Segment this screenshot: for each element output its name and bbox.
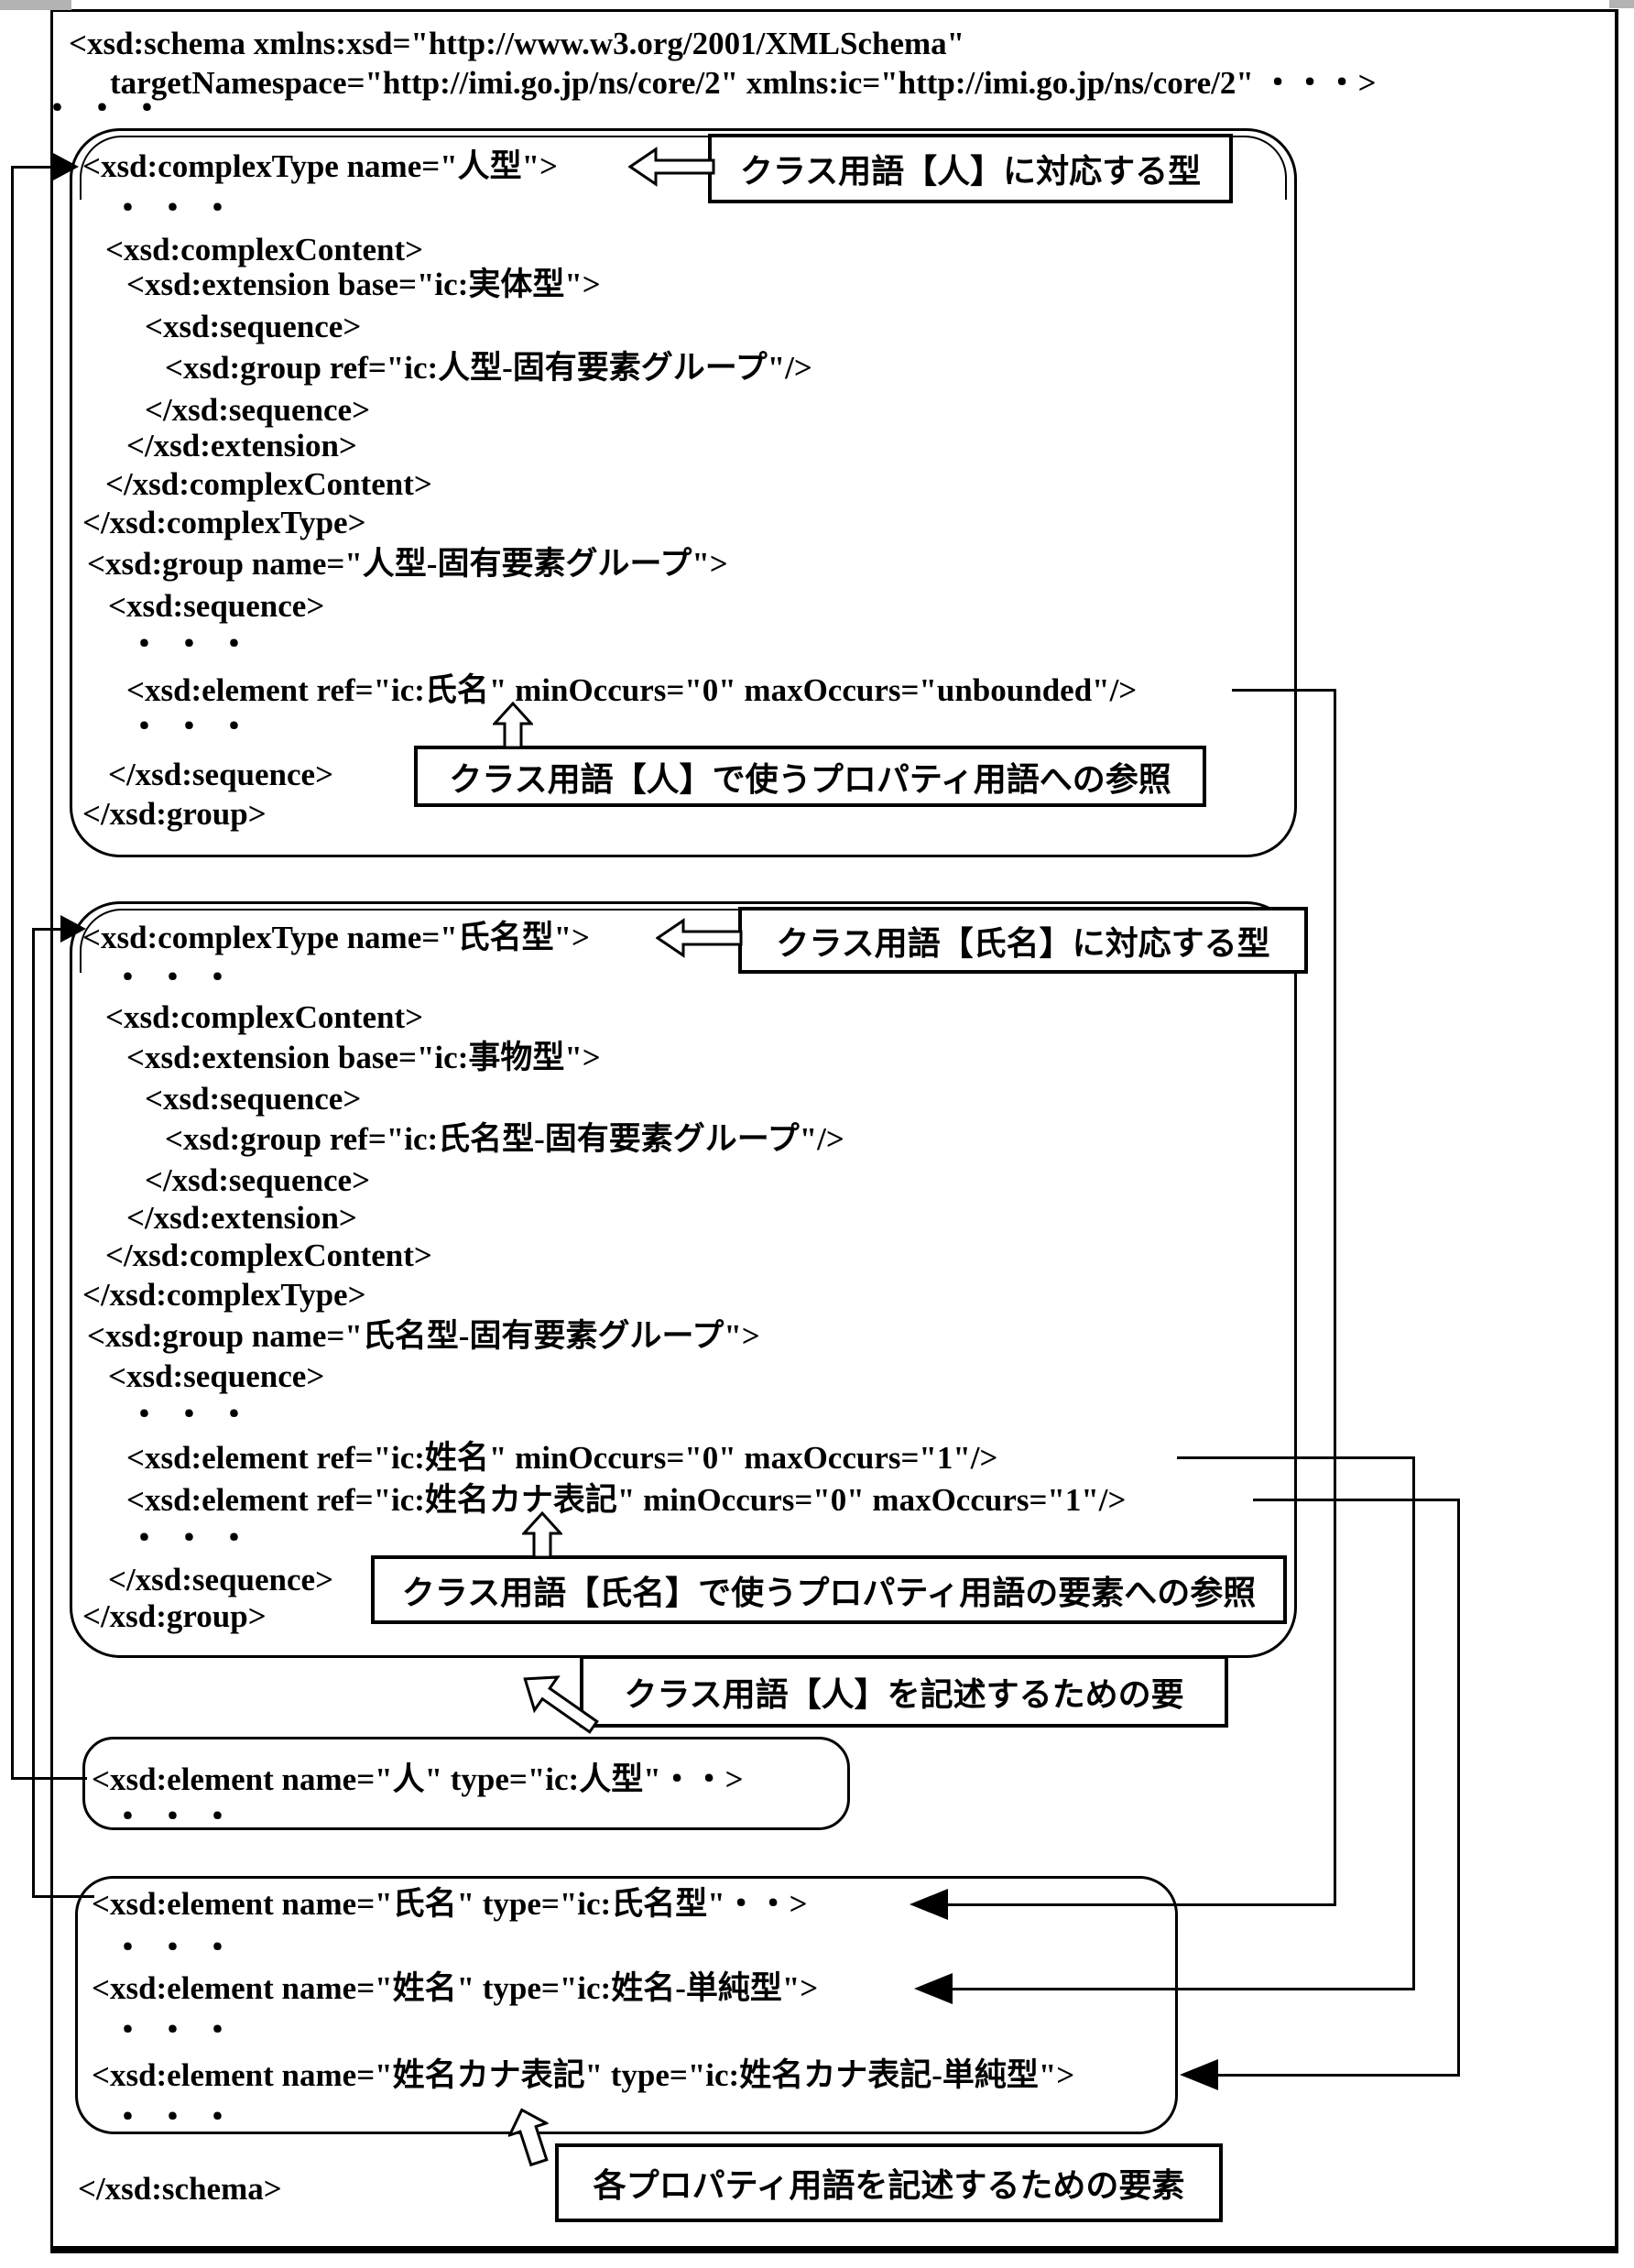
callout-shimei-property-ref: クラス用語【氏名】で使うプロパティ用語の要素への参照	[371, 1555, 1287, 1624]
jin-type-block-line-0: <xsd:complexType name="人型">	[82, 148, 559, 184]
callout-shimei-type-arrow-icon	[655, 918, 743, 958]
shimei-type-block-line-3: <xsd:extension base="ic:事物型">	[126, 1040, 601, 1075]
shimei-type-block-line-13: <xsd:element ref="ic:姓名" minOccurs="0" m…	[126, 1440, 998, 1476]
arrowhead-to-jin-complextype	[53, 153, 79, 180]
jin-type-block-line-16: </xsd:group>	[82, 796, 267, 832]
arrowhead-to-seimeikana-element	[1180, 2059, 1218, 2090]
shimei-type-block-line-1: ・・・	[112, 960, 247, 996]
shimei-type-block-line-7: </xsd:extension>	[126, 1200, 357, 1236]
shimei-type-block-line-11: <xsd:sequence>	[108, 1358, 325, 1394]
shimei-type-block-line-0: <xsd:complexType name="氏名型">	[82, 920, 591, 955]
callout-jin-type-label: クラス用語【人】に対応する型	[739, 153, 1202, 190]
callout-shimei-property-ref-label: クラス用語【氏名】で使うプロパティ用語の要素への参照	[401, 1574, 1257, 1611]
shimei-type-block-line-17: </xsd:group>	[82, 1598, 267, 1634]
box-property-elements	[75, 1876, 1178, 2134]
jin-element-block-line-1: ・・・	[112, 1799, 247, 1835]
jin-typeref-bottom	[11, 1777, 87, 1780]
seimei-elemref-in	[953, 1988, 1415, 1990]
arrowhead-to-shimei-element	[910, 1889, 948, 1920]
jin-type-block-line-6: </xsd:sequence>	[145, 392, 371, 428]
shimei-typeref-bottom	[32, 1895, 94, 1898]
callout-jin-element: クラス用語【人】を記述するための要	[580, 1655, 1228, 1728]
box-element-jin	[82, 1737, 850, 1830]
schema-header-line-2: ・・・	[41, 91, 177, 126]
shimei-type-block-line-16: </xsd:sequence>	[108, 1562, 334, 1597]
callout-property-elements-arrow-icon	[501, 2101, 560, 2170]
shimei-type-block-line-12: ・・・	[128, 1397, 264, 1433]
scrollbar-fragment-top-right	[1609, 0, 1634, 8]
callout-property-elements: 各プロパティ用語を記述するための要素	[555, 2143, 1223, 2222]
callout-shimei-property-ref-arrow-icon	[520, 1510, 564, 1559]
schema-outer-box	[50, 9, 1618, 2253]
jin-type-block-line-2: <xsd:complexContent>	[105, 232, 424, 267]
jin-type-block-line-8: </xsd:complexContent>	[105, 466, 432, 502]
arrowhead-to-shimei-complextype	[60, 915, 86, 943]
callout-jin-property-ref: クラス用語【人】で使うプロパティ用語への参照	[414, 746, 1206, 807]
schema-close-tag: </xsd:schema>	[78, 2171, 282, 2207]
jin-type-block-line-15: </xsd:sequence>	[108, 757, 334, 792]
seimei-elemref-vert	[1412, 1456, 1415, 1990]
jin-type-block-line-9: </xsd:complexType>	[82, 505, 366, 540]
property-elements-block-line-4: <xsd:element name="姓名カナ表記" type="ic:姓名カナ…	[92, 2057, 1075, 2093]
callout-jin-property-ref-arrow-icon	[491, 701, 535, 749]
shimei-typeref-top	[32, 928, 64, 931]
shimei-elemref-out	[1232, 689, 1336, 692]
shimei-type-block-line-5: <xsd:group ref="ic:氏名型-固有要素グループ"/>	[165, 1121, 844, 1157]
seimeikana-elemref-out	[1253, 1499, 1460, 1501]
shimei-type-block-line-2: <xsd:complexContent>	[105, 999, 424, 1035]
jin-type-block-line-14: ・・・	[128, 709, 264, 745]
callout-jin-element-label: クラス用語【人】を記述するための要	[624, 1675, 1184, 1713]
jin-typeref-top	[11, 166, 57, 169]
callout-jin-property-ref-label: クラス用語【人】で使うプロパティ用語への参照	[449, 760, 1171, 798]
jin-typeref-vert	[11, 166, 14, 1780]
shimei-type-block-line-6: </xsd:sequence>	[145, 1162, 371, 1198]
jin-type-block-line-1: ・・・	[112, 191, 247, 226]
callout-property-elements-label: 各プロパティ用語を記述するための要素	[593, 2167, 1185, 2204]
shimei-type-block-line-8: </xsd:complexContent>	[105, 1238, 432, 1273]
jin-element-block-line-0: <xsd:element name="人" type="ic:人型"・・>	[92, 1761, 744, 1797]
callout-shimei-type: クラス用語【氏名】に対応する型	[738, 907, 1308, 974]
jin-type-block-line-10: <xsd:group name="人型-固有要素グループ">	[87, 546, 728, 582]
seimeikana-elemref-vert	[1457, 1499, 1460, 2077]
shimei-elemref-vert	[1334, 689, 1336, 1906]
callout-jin-type: クラス用語【人】に対応する型	[708, 134, 1233, 203]
jin-type-block-line-13: <xsd:element ref="ic:氏名" minOccurs="0" m…	[126, 672, 1138, 708]
callout-shimei-type-label: クラス用語【氏名】に対応する型	[776, 924, 1270, 962]
schema-header-line-1: targetNamespace="http://imi.go.jp/ns/cor…	[110, 65, 1377, 101]
box-complextype-jin	[70, 128, 1297, 857]
jin-type-block-line-12: ・・・	[128, 627, 264, 662]
shimei-type-block-line-10: <xsd:group name="氏名型-固有要素グループ">	[87, 1318, 760, 1354]
arrowhead-to-seimei-element	[914, 1973, 953, 2004]
jin-type-block-line-4: <xsd:sequence>	[145, 309, 362, 344]
schema-header-line-0: <xsd:schema xmlns:xsd="http://www.w3.org…	[69, 26, 965, 61]
shimei-elemref-in	[948, 1903, 1336, 1906]
seimei-elemref-out	[1177, 1456, 1415, 1459]
seimeikana-elemref-in	[1218, 2074, 1460, 2077]
property-elements-block-line-5: ・・・	[112, 2099, 247, 2135]
scrollbar-fragment-top-left	[0, 0, 71, 10]
callout-jin-type-arrow-icon	[627, 147, 715, 187]
shimei-typeref-vert	[32, 928, 35, 1898]
shimei-type-block-line-15: ・・・	[128, 1521, 264, 1556]
jin-type-block-line-11: <xsd:sequence>	[108, 588, 325, 624]
callout-jin-element-arrow-icon	[510, 1659, 607, 1746]
shimei-type-block-line-14: <xsd:element ref="ic:姓名カナ表記" minOccurs="…	[126, 1482, 1127, 1518]
jin-type-block-line-3: <xsd:extension base="ic:実体型">	[126, 267, 601, 302]
jin-type-block-line-7: </xsd:extension>	[126, 428, 357, 463]
shimei-type-block-line-9: </xsd:complexType>	[82, 1277, 366, 1313]
property-elements-block-line-1: ・・・	[112, 1930, 247, 1966]
property-elements-block-line-3: ・・・	[112, 2012, 247, 2048]
property-elements-block-line-2: <xsd:element name="姓名" type="ic:姓名-単純型">	[92, 1970, 819, 2006]
property-elements-block-line-0: <xsd:element name="氏名" type="ic:氏名型"・・>	[92, 1886, 808, 1922]
jin-type-block-line-5: <xsd:group ref="ic:人型-固有要素グループ"/>	[165, 350, 812, 386]
shimei-type-block-line-4: <xsd:sequence>	[145, 1081, 362, 1117]
